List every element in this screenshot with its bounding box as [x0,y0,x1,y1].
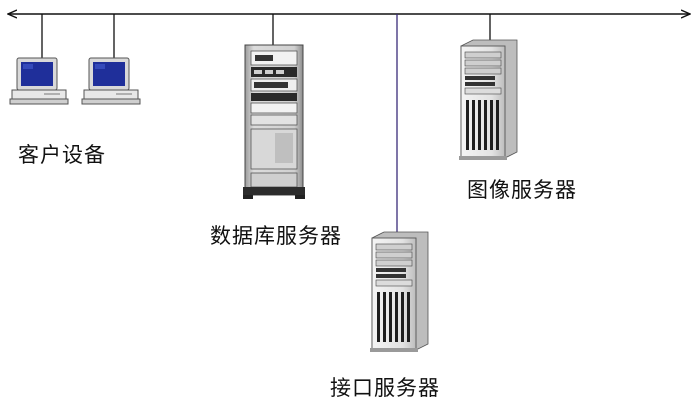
image-server-label: 图像服务器 [467,178,577,202]
tower-server-icon [370,231,429,352]
database-server-label: 数据库服务器 [210,224,342,248]
desktop-computer-icon [9,57,69,105]
server-rack-icon [243,44,305,199]
desktop-computer-icon [81,57,141,105]
client-devices-label: 客户设备 [18,143,106,167]
interface-server-label: 接口服务器 [330,376,440,400]
tower-server-icon [459,39,518,160]
